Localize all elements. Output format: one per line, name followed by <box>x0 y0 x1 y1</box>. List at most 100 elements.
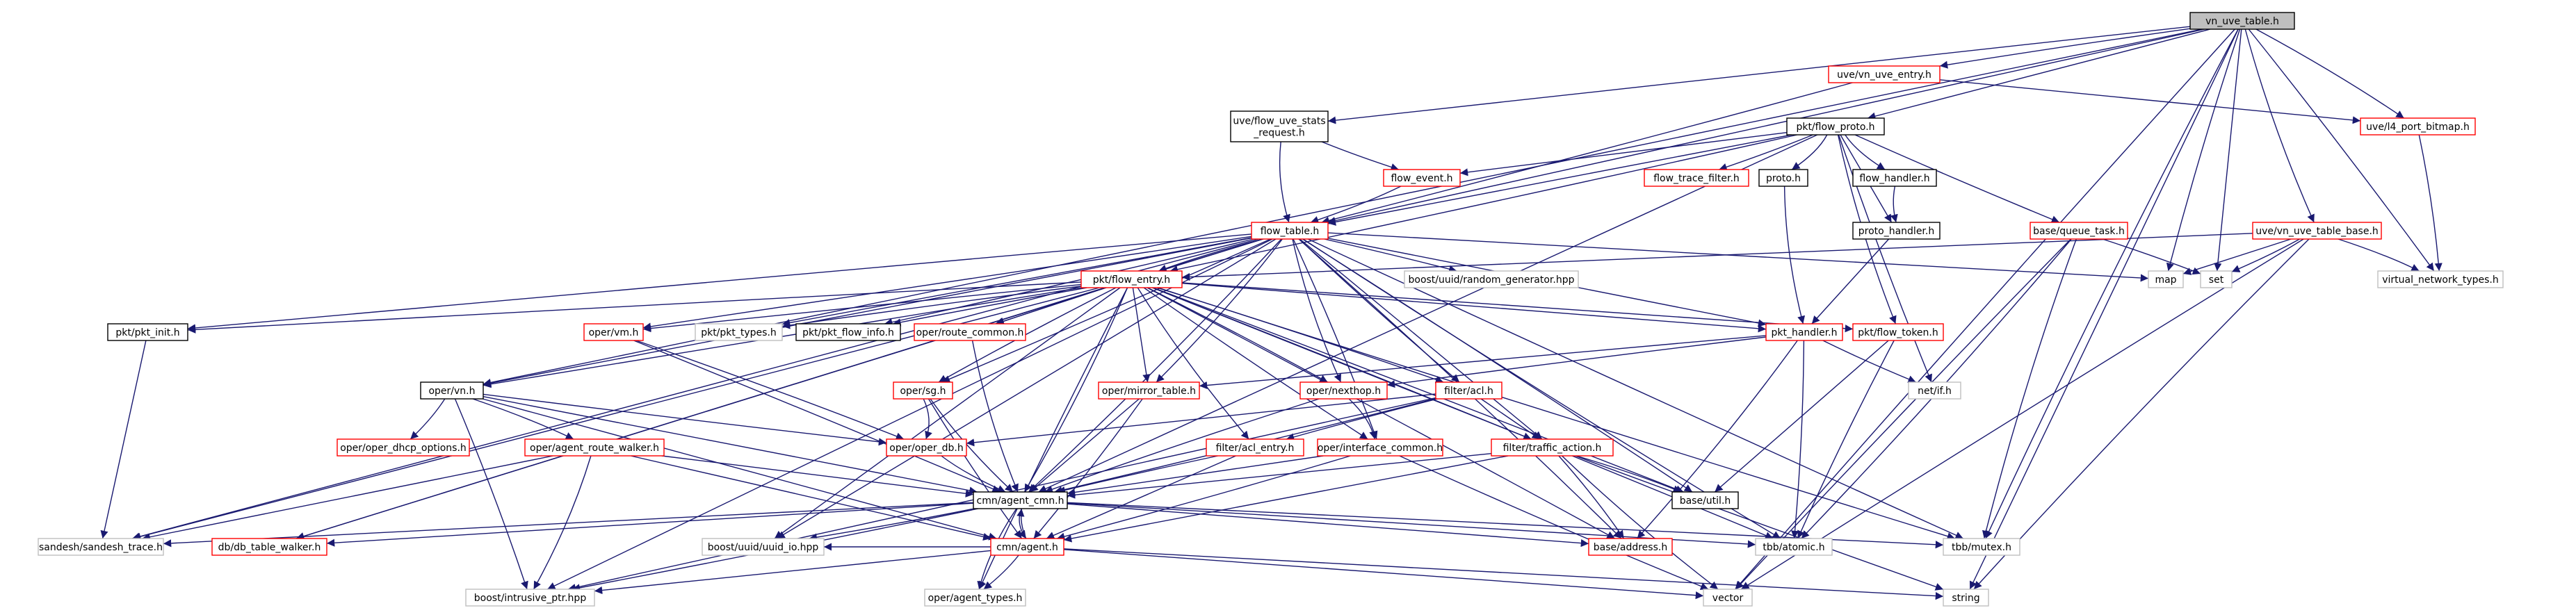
node-box <box>2200 270 2233 288</box>
node-label: uve/vn_uve_table_base.h <box>2255 226 2379 237</box>
node-flow-handler-h[interactable]: flow_handler.h <box>1852 169 1937 187</box>
node-label: uve/vn_uve_entry.h <box>1837 69 1931 81</box>
node-label: filter/acl_entry.h <box>1216 443 1295 454</box>
node-db-db-table-walker-h[interactable]: db/db_table_walker.h <box>211 538 327 556</box>
node-uve-flow-uve-stats-request-h[interactable]: uve/flow_uve_stats_request.h <box>1230 110 1329 142</box>
edge-vn_uve_table_h-to-tbb_mutex_h <box>1985 28 2239 539</box>
node-cmn-agent-h[interactable]: cmn/agent.h <box>990 538 1064 556</box>
edge-proto_h-to-pkt_handler_h <box>1783 186 1806 324</box>
node-box <box>1383 169 1461 187</box>
node-box <box>1251 222 1329 240</box>
edge-flow_table_h-to-oper_interface_common_h <box>1293 238 1378 440</box>
edge-oper_mirror_table_h-to-cmn_agent_h <box>1033 398 1143 539</box>
node-label: oper/route_common.h <box>916 327 1024 338</box>
node-uve-l4-port-bitmap-h[interactable]: uve/l4_port_bitmap.h <box>2360 117 2476 135</box>
node-flow-trace-filter-h[interactable]: flow_trace_filter.h <box>1644 169 1749 187</box>
node-oper-interface-common-h[interactable]: oper/interface_common.h <box>1317 438 1443 457</box>
node-oper-route-common-h[interactable]: oper/route_common.h <box>914 323 1026 341</box>
node-box <box>1908 381 1961 400</box>
node-box <box>795 323 901 341</box>
node-box <box>2030 222 2128 240</box>
node-filter-acl-h[interactable]: filter/acl.h <box>1435 381 1502 400</box>
node-oper-agent-route-walker-h[interactable]: oper/agent_route_walker.h <box>524 438 665 457</box>
node-box <box>465 589 595 607</box>
node-label: net/if.h <box>1918 386 1952 397</box>
edge-flow_event_h-to-flow_table_h <box>1310 186 1402 224</box>
node-oper-vn-h[interactable]: oper/vn.h <box>420 381 484 400</box>
node-base-queue-task-h[interactable]: base/queue_task.h <box>2030 222 2128 240</box>
node-boost-intrusive-ptr-hpp: boost/intrusive_ptr.hpp <box>465 589 595 607</box>
node-oper-vm-h[interactable]: oper/vm.h <box>583 323 644 341</box>
node-box <box>1671 491 1739 509</box>
node-label: pkt/flow_proto.h <box>1796 122 1874 133</box>
edge-oper_mirror_table_h-to-cmn_agent_cmn_h <box>1030 398 1140 493</box>
node-label: oper/agent_types.h <box>928 593 1023 604</box>
node-box <box>2360 117 2476 135</box>
edge-filter_traffic_action_h-to-vector <box>1562 455 1719 590</box>
edge-oper_agent_route_walker_h-to-sandesh_sandesh_trace_h <box>142 455 553 541</box>
node-label: flow_table.h <box>1261 226 1320 237</box>
edge-filter_acl_h-to-filter_acl_entry_h <box>1286 398 1438 441</box>
node-cmn-agent-cmn-h[interactable]: cmn/agent_cmn.h <box>973 491 1068 509</box>
node-label: oper/oper_dhcp_options.h <box>340 443 467 454</box>
node-vn-uve-table-h[interactable]: vn_uve_table.h <box>2189 12 2295 30</box>
node-box <box>893 381 953 400</box>
node-label: boost/uuid/uuid_io.hpp <box>708 542 819 553</box>
edge-pkt_flow_entry_h-to-oper_interface_common_h <box>1143 287 1368 440</box>
edge-flow_table_h-to-cmn_agent_cmn_h <box>1028 238 1282 493</box>
node-pkt-flow-token-h[interactable]: pkt/flow_token.h <box>1852 323 1944 341</box>
node-proto-h[interactable]: proto.h <box>1758 169 1808 187</box>
edge-cmn_agent_cmn_h-to-sandesh_sandesh_trace_h <box>163 502 974 548</box>
node-tbb-atomic-h: tbb/atomic.h <box>1755 538 1833 556</box>
node-oper-oper-dhcp-options-h[interactable]: oper/oper_dhcp_options.h <box>337 438 470 457</box>
edge-uve_vn_uve_table_base_h-to-pkt_flow_entry_h <box>1181 233 2253 281</box>
node-proto-handler-h[interactable]: proto_handler.h <box>1852 222 1941 240</box>
edge-uve_flow_uve_stats_request_h-to-flow_event_h <box>1321 141 1400 171</box>
node-box <box>1755 538 1833 556</box>
edge-vn_uve_table_h-to-vector <box>1735 28 2235 590</box>
edge-pkt_flow_entry_h-to-pkt_handler_h <box>1181 283 1767 333</box>
node-filter-acl-entry-h[interactable]: filter/acl_entry.h <box>1206 438 1304 457</box>
node-pkt-flow-entry-h[interactable]: pkt/flow_entry.h <box>1080 270 1183 288</box>
node-box <box>1230 110 1329 142</box>
node-pkt-pkt-init-h[interactable]: pkt/pkt_init.h <box>107 323 188 341</box>
edge-filter_traffic_action_h-to-cmn_agent_h <box>1063 455 1509 543</box>
edge-flow_table_h-to-boost_uuid_random_generator_hpp <box>1324 238 1457 273</box>
edge-pkt_flow_entry_h-to-oper_vm_h <box>642 284 1082 333</box>
edge-pkt_flow_proto_h-to-flow_handler_h <box>1845 134 1886 170</box>
node-oper-oper-db-h[interactable]: oper/oper_db.h <box>886 438 967 457</box>
node-box <box>2148 270 2184 288</box>
node-base-util-h[interactable]: base/util.h <box>1671 491 1739 509</box>
node-oper-sg-h[interactable]: oper/sg.h <box>893 381 953 400</box>
node-base-address-h[interactable]: base/address.h <box>1588 538 1673 556</box>
node-oper-nexthop-h[interactable]: oper/nexthop.h <box>1299 381 1388 400</box>
edge-pkt_flow_proto_h-to-base_queue_task_h <box>1854 134 2060 223</box>
node-flow-table-h[interactable]: flow_table.h <box>1251 222 1329 240</box>
node-label: base/address.h <box>1594 542 1667 553</box>
node-uve-vn-uve-entry-h[interactable]: uve/vn_uve_entry.h <box>1828 65 1941 83</box>
node-oper-mirror-table-h[interactable]: oper/mirror_table.h <box>1098 381 1200 400</box>
edge-base_queue_task_h-to-tbb_mutex_h <box>1982 238 2077 539</box>
node-box <box>1758 169 1808 187</box>
node-label: vector <box>1712 593 1744 604</box>
node-boost-uuid-random-generator-hpp: boost/uuid/random_generator.hpp <box>1404 270 1579 288</box>
edge-filter_acl_h-to-filter_traffic_action_h <box>1480 398 1541 440</box>
edge-vn_uve_table_h-to-uve_flow_uve_stats_request_h <box>1327 26 2191 124</box>
edge-vn_uve_table_h-to-string <box>1969 28 2239 590</box>
node-pkt-pkt-flow-info-h[interactable]: pkt/pkt_flow_info.h <box>795 323 901 341</box>
edge-oper_sg_h-to-oper_oper_db_h <box>923 398 932 440</box>
edge-oper_vm_h-to-oper_oper_db_h <box>635 340 905 441</box>
node-flow-event-h[interactable]: flow_event.h <box>1383 169 1461 187</box>
node-tbb-mutex-h: tbb/mutex.h <box>1943 538 2020 556</box>
node-filter-traffic-action-h[interactable]: filter/traffic_action.h <box>1491 438 1614 457</box>
edge-filter_acl_h-to-oper_oper_db_h <box>966 393 1436 447</box>
node-label: tbb/mutex.h <box>1952 542 2011 553</box>
edge-pkt_flow_entry_h-to-filter_acl_entry_h <box>1137 287 1249 440</box>
node-label: oper/oper_db.h <box>889 443 963 454</box>
node-pkt-handler-h[interactable]: pkt_handler.h <box>1765 323 1843 341</box>
node-label: pkt/pkt_flow_info.h <box>802 327 894 338</box>
node-pkt-flow-proto-h[interactable]: pkt/flow_proto.h <box>1786 117 1885 135</box>
node-uve-vn-uve-table-base-h[interactable]: uve/vn_uve_table_base.h <box>2252 222 2382 240</box>
edge-uve_flow_uve_stats_request_h-to-flow_table_h <box>1279 141 1290 223</box>
edge-pkt_flow_proto_h-to-flow_event_h <box>1459 132 1788 176</box>
